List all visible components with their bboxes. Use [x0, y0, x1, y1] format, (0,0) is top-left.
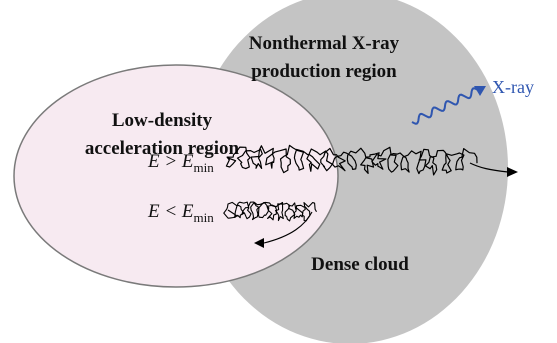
acceleration-label-line2: acceleration region: [85, 138, 240, 159]
xray-production-label-line2: production region: [251, 61, 397, 82]
high-energy-escape-arrowhead: [507, 167, 518, 177]
acceleration-region: [13, 64, 339, 288]
xray-production-label-line1: Nonthermal X-ray: [249, 33, 400, 54]
low-energy-trajectory: [223, 201, 317, 222]
high-energy-trajectory: [225, 144, 478, 176]
particle-trajectories: [223, 144, 509, 244]
xray-label: X-ray: [492, 77, 534, 97]
xray-arrowhead: [474, 86, 486, 96]
xray-photon-wave: [411, 87, 479, 125]
low-energy-return-line: [263, 211, 313, 244]
low-energy-return-arrowhead: [254, 238, 264, 248]
high-energy-escape-line: [469, 162, 509, 173]
condition-high-energy: E > Emin: [147, 151, 214, 175]
dense-cloud-label: Dense cloud: [311, 254, 409, 275]
condition-low-energy: E < Emin: [147, 201, 214, 225]
acceleration-label-line1: Low-density: [112, 110, 213, 131]
